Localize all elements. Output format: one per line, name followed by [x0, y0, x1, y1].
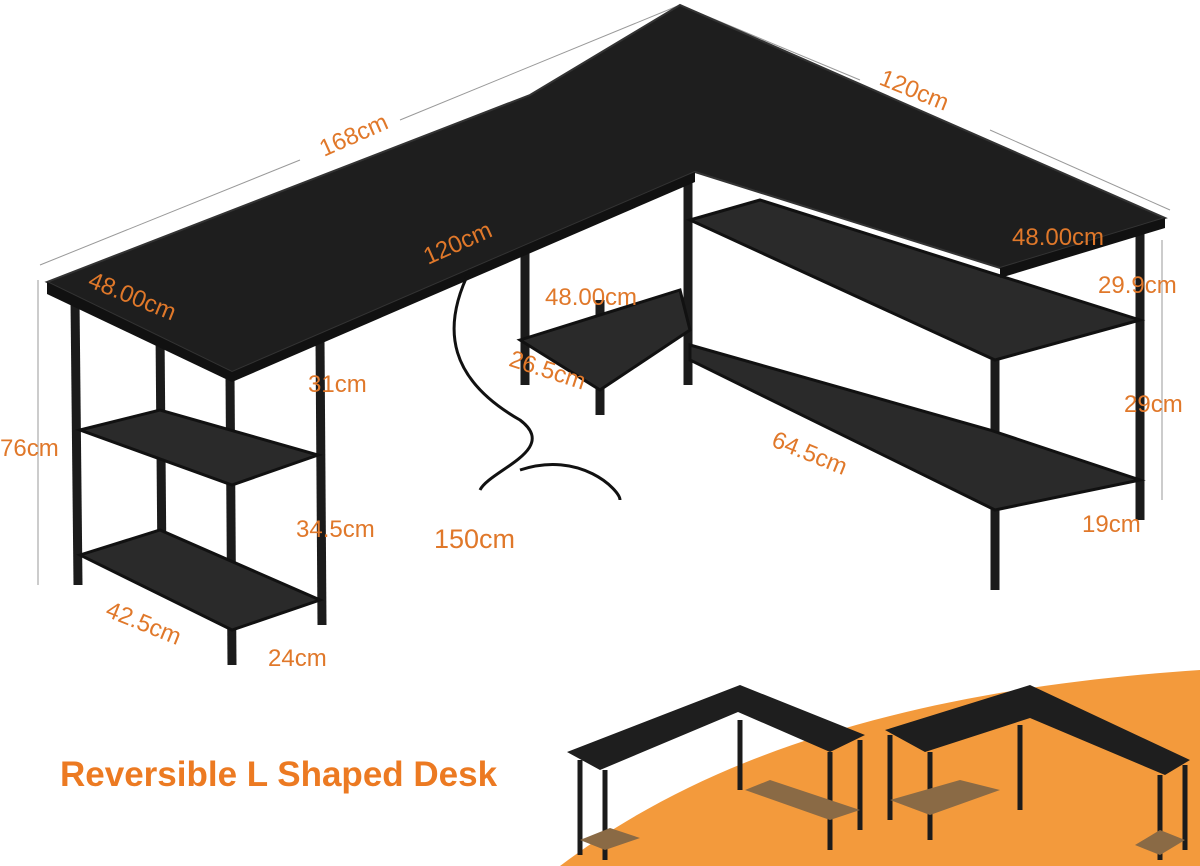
label-right-shelf-depth: 19cm — [1082, 511, 1141, 538]
desk-shelves — [74, 198, 1146, 632]
label-right-upper-gap: 29.9cm — [1098, 272, 1177, 299]
label-height: 76cm — [0, 435, 59, 462]
label-cable-length: 150cm — [434, 524, 516, 554]
label-right-lower-gap: 29cm — [1124, 391, 1183, 418]
power-cable — [452, 269, 622, 501]
label-right-depth: 48.00cm — [1012, 224, 1105, 251]
label-left-shelf-depth: 24cm — [268, 645, 327, 672]
thumbnail-desk-right — [885, 685, 1190, 860]
label-left-upper-gap: 31cm — [308, 371, 367, 398]
label-middle-depth: 48.00cm — [545, 284, 638, 311]
label-left-lower-gap: 34.5cm — [296, 516, 375, 543]
banner-title: Reversible L Shaped Desk — [60, 755, 498, 794]
thumbnail-desk-left — [567, 685, 865, 860]
